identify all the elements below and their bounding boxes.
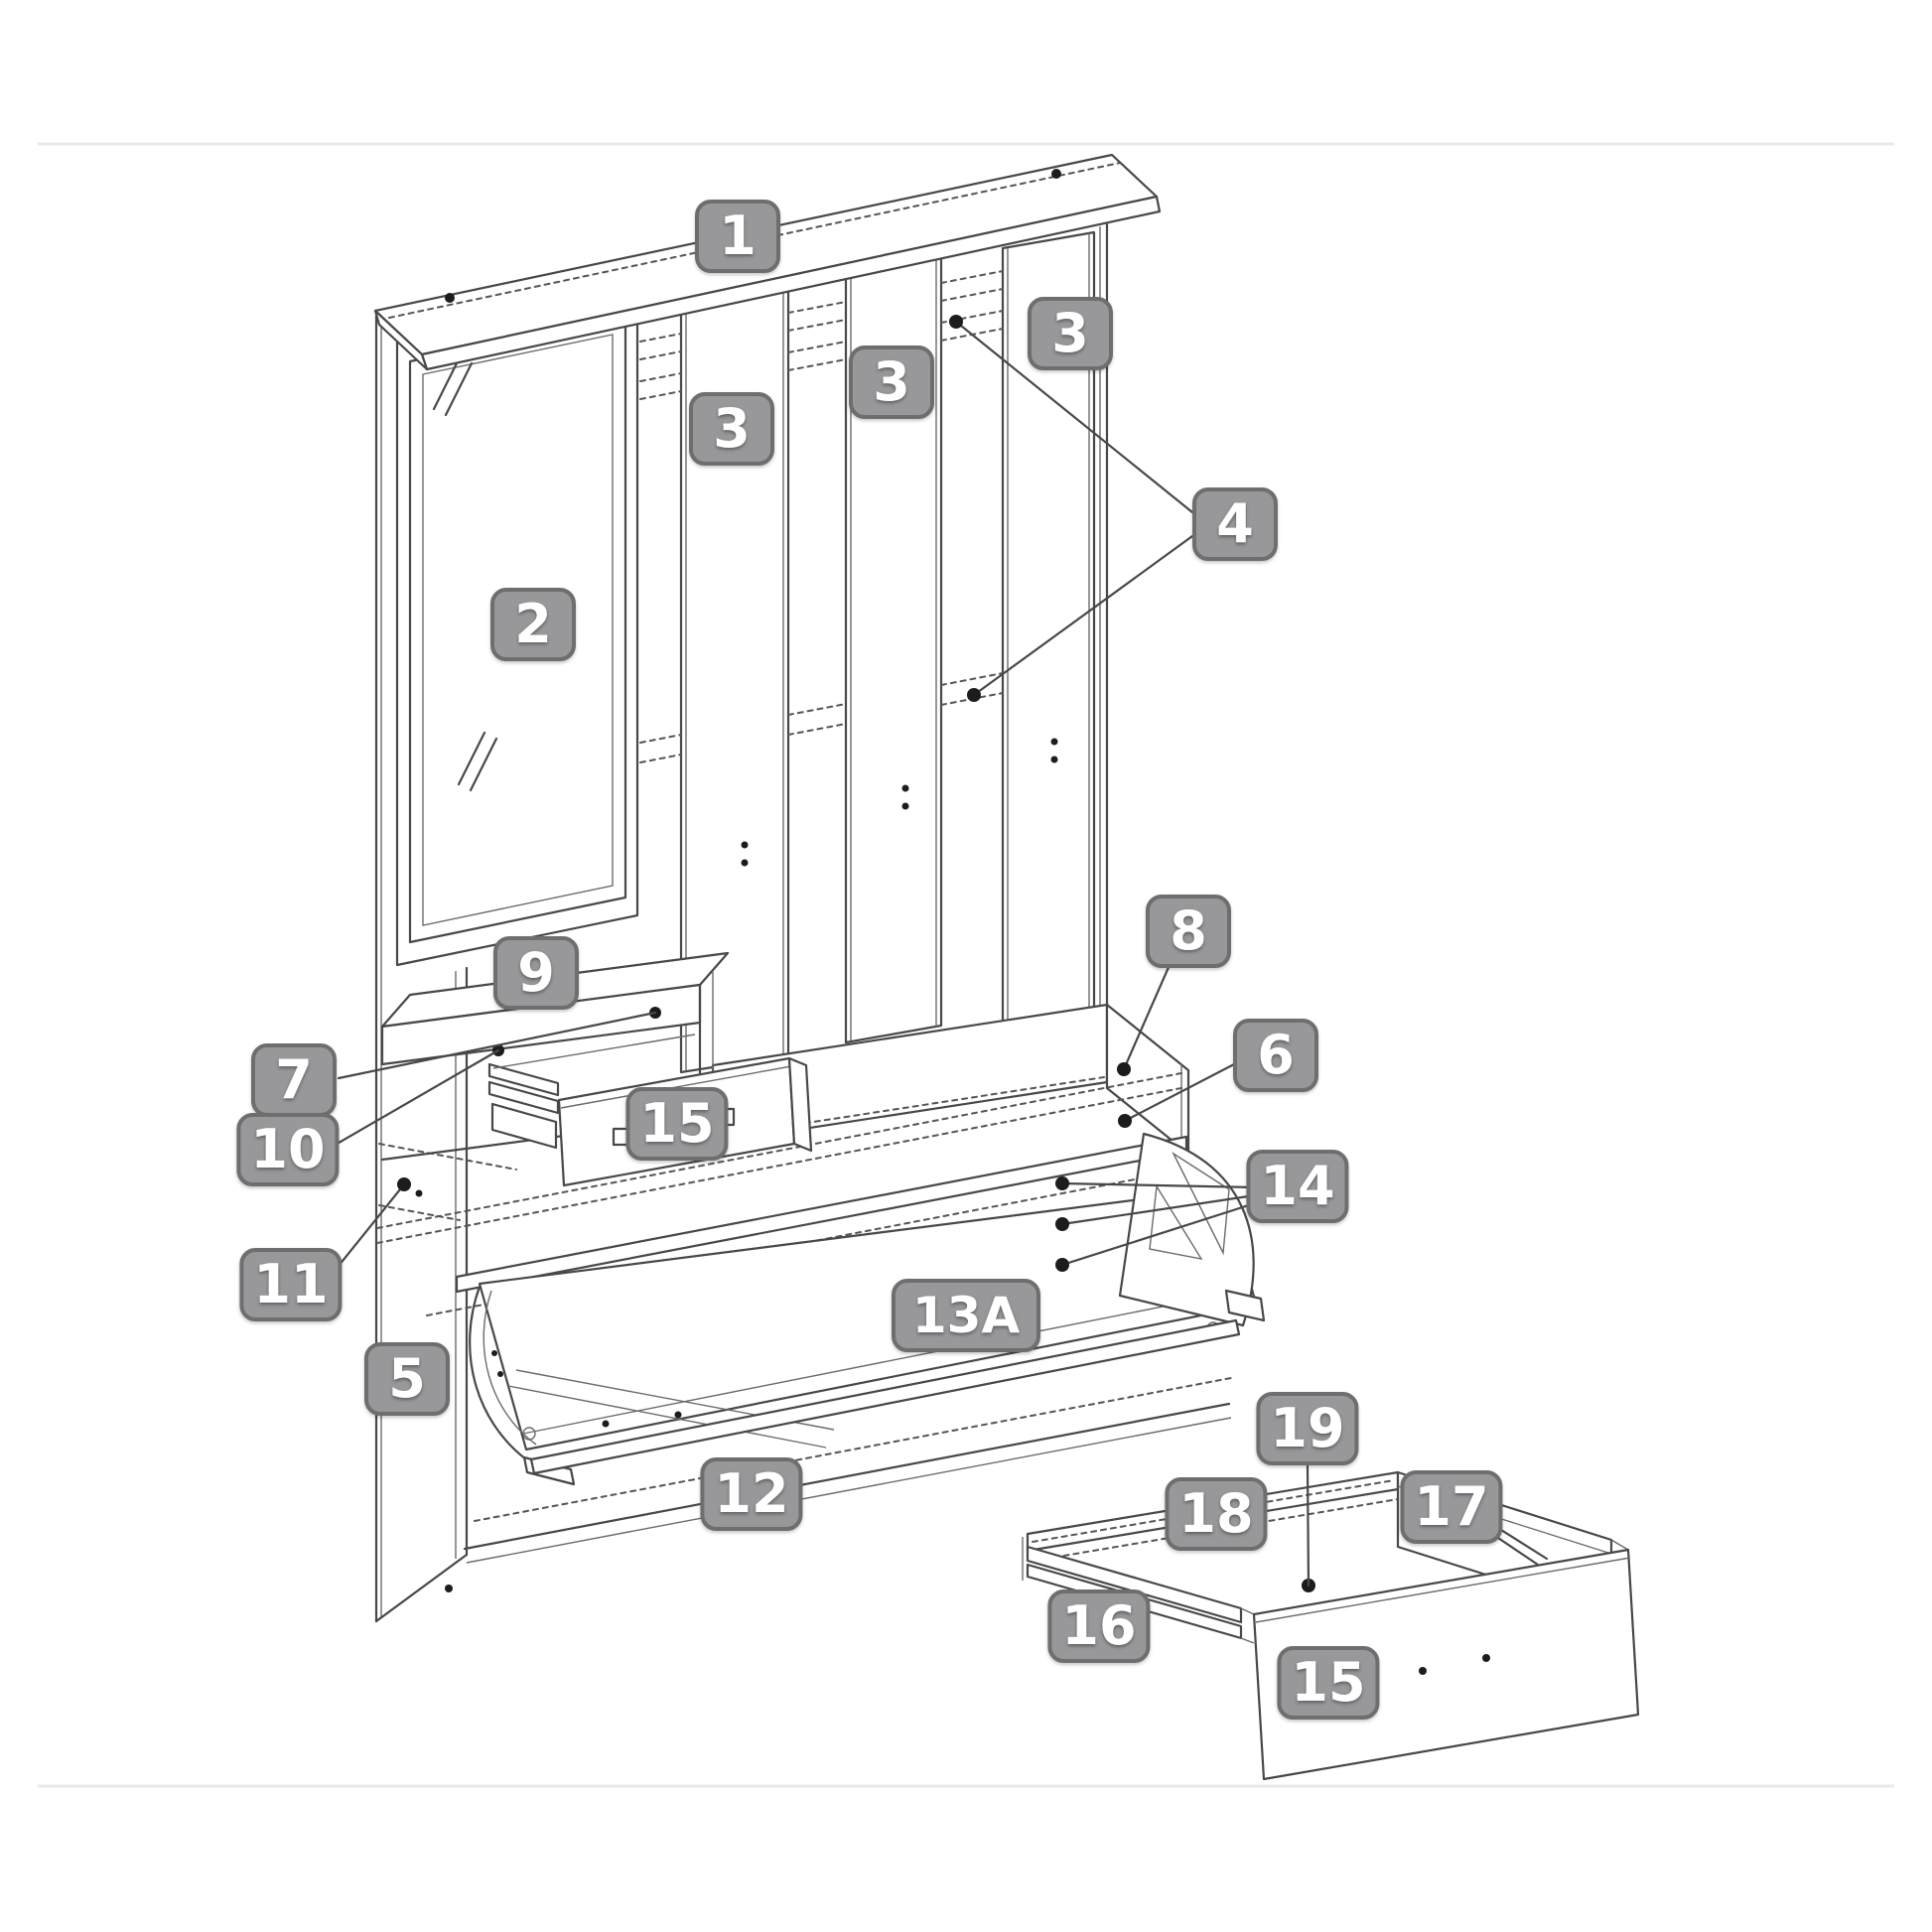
part-badge-2: 2: [490, 588, 576, 661]
part-badge-12: 12: [700, 1457, 803, 1531]
part-badge-11: 11: [239, 1248, 343, 1321]
base-plinth: [463, 1318, 1241, 1564]
part-badge-4: 4: [1192, 487, 1278, 561]
part-badge-10: 10: [236, 1113, 340, 1186]
drawer-front-15: [1252, 1548, 1640, 1781]
mirror-glass: [422, 334, 614, 926]
part-badge-15: 15: [1277, 1646, 1380, 1720]
part-badge-3: 3: [1028, 297, 1113, 370]
part-badge-6: 6: [1233, 1019, 1318, 1092]
part-badge-7: 7: [251, 1043, 337, 1117]
shoe-flap-open: [469, 1132, 1266, 1486]
part-badge-8: 8: [1146, 895, 1231, 968]
top-rails: [639, 270, 1004, 400]
wall-slats: [639, 222, 1109, 1074]
part-badge-3: 3: [689, 392, 774, 466]
part-badge-5: 5: [364, 1342, 450, 1416]
part-badge-14: 14: [1246, 1150, 1349, 1223]
part-badge-3: 3: [849, 345, 934, 419]
flap-stay-bracket-right: [1118, 1132, 1266, 1335]
dowel-hole-dots: [741, 738, 1058, 867]
callout-lines: [329, 315, 1549, 1587]
part-badge-16: 16: [1047, 1589, 1151, 1663]
part-badge-19: 19: [1256, 1392, 1359, 1465]
part-badge-9: 9: [493, 936, 579, 1010]
part-badge-15: 15: [625, 1087, 729, 1161]
part-badge-13A: 13A: [892, 1279, 1040, 1352]
part-badge-18: 18: [1165, 1477, 1268, 1551]
mirror-hatch-marks: [432, 355, 498, 792]
photo-edge-lines: [38, 142, 1894, 1788]
drawer-side-left-16: [1026, 1545, 1243, 1624]
part-badge-17: 17: [1400, 1470, 1503, 1544]
part-badge-1: 1: [695, 200, 780, 273]
